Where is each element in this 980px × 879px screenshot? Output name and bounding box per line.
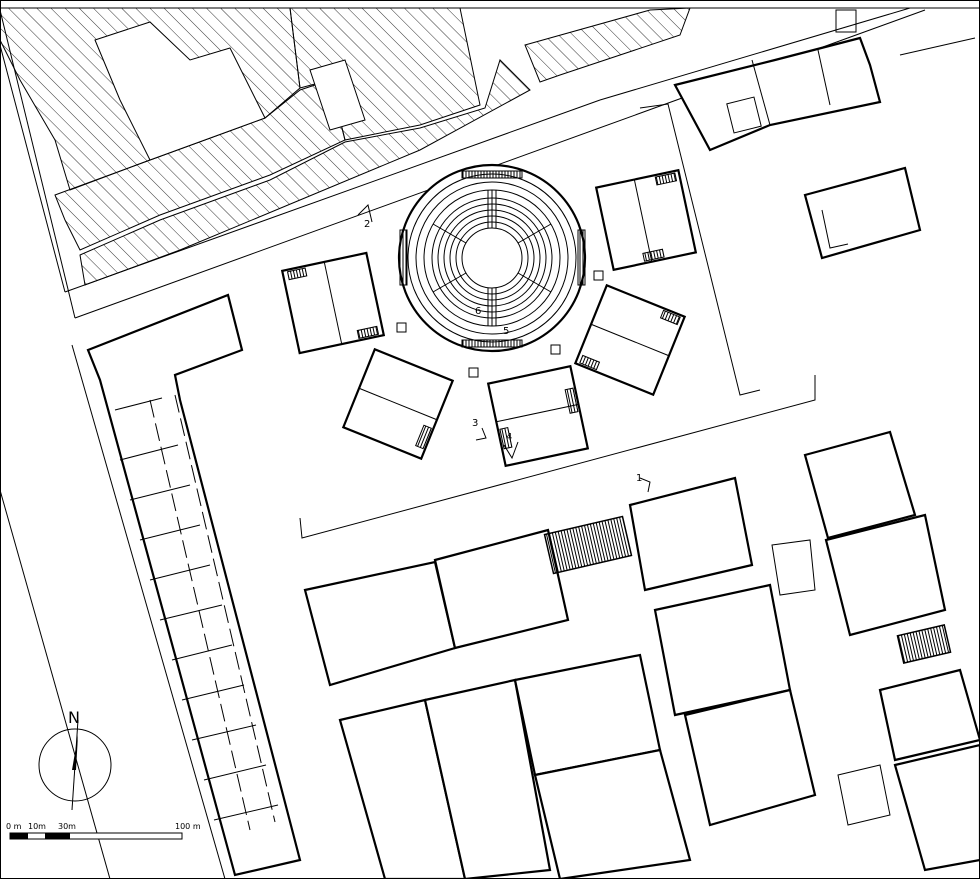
marker-2: 2 bbox=[364, 219, 370, 230]
plaza-outline bbox=[299, 103, 816, 539]
north-arrow: N bbox=[38, 708, 112, 811]
marker-3: 3 bbox=[472, 418, 478, 429]
scale-label-30: 30m bbox=[58, 822, 76, 831]
north-label: N bbox=[68, 708, 80, 727]
lower-right-blocks bbox=[303, 430, 980, 879]
top-right-buildings bbox=[673, 9, 922, 260]
pavilions bbox=[280, 168, 698, 468]
hatched-buildings bbox=[0, 7, 691, 286]
left-long-building bbox=[86, 293, 302, 877]
marker-5: 5 bbox=[503, 326, 509, 337]
scale-label-100: 100 m bbox=[175, 822, 201, 831]
marker-6: 6 bbox=[475, 306, 481, 317]
circular-amphitheatre bbox=[397, 163, 587, 353]
marker-1: 1 bbox=[636, 473, 642, 484]
scale-label-0: 0 m bbox=[6, 822, 22, 831]
scale-label-10: 10m bbox=[28, 822, 46, 831]
marker-4: 4 bbox=[506, 432, 512, 443]
section-markers: 1 2 3 4 5 6 bbox=[357, 204, 651, 493]
scale-bar: 0 m 10m 30m 100 m bbox=[6, 822, 201, 840]
